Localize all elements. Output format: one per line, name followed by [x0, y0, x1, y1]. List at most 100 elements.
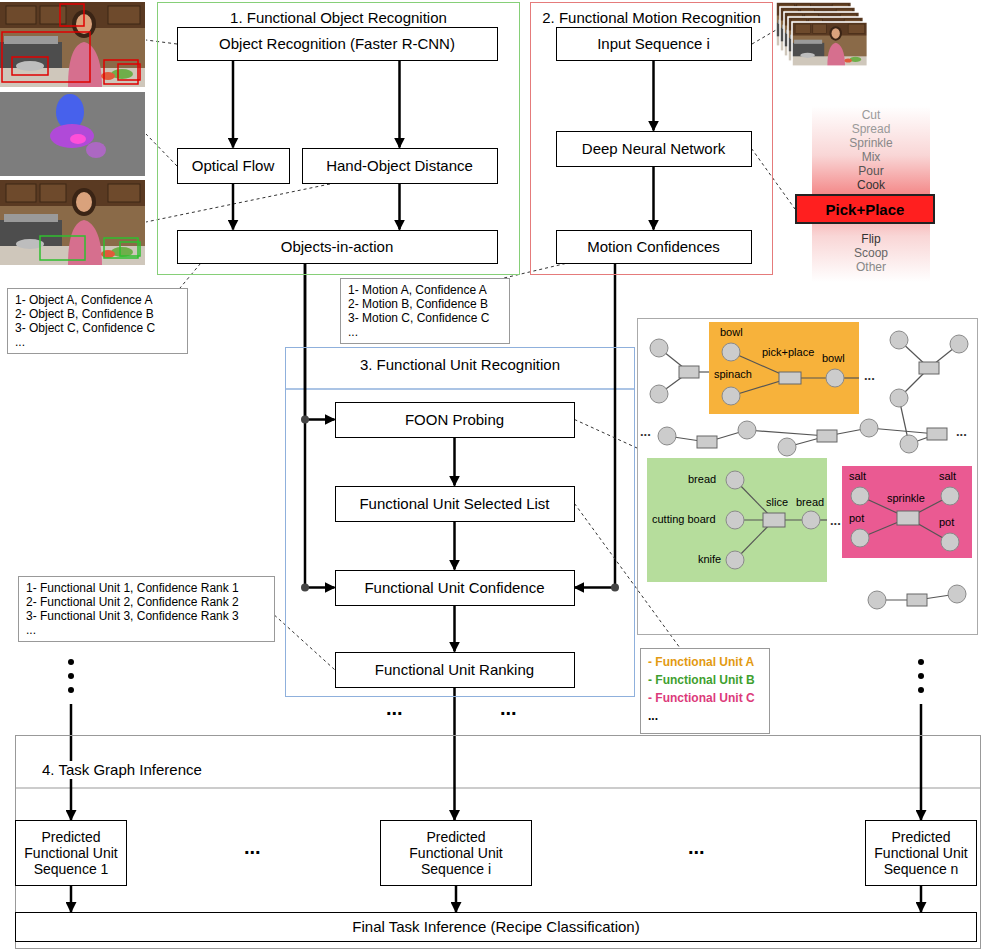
video-frame-objects-in-action — [0, 180, 145, 265]
motion-class: Flip — [812, 232, 930, 246]
optical-flow-frame — [86, 142, 106, 158]
leader-line — [180, 264, 201, 289]
graph-label: spinach — [713, 368, 753, 381]
list-line: - Functional Unit A — [648, 653, 762, 671]
list-line: 2- Motion B, Confidence B — [348, 297, 502, 311]
input-frame-stack — [792, 22, 867, 66]
foon-graph — [900, 435, 918, 453]
selected-unit-list: - Functional Unit A- Functional Unit B- … — [640, 648, 770, 734]
graph-label: salt — [938, 470, 957, 483]
junction-dot — [301, 416, 309, 424]
ellipsis: ... — [386, 697, 403, 719]
video-frame-detection — [0, 2, 145, 87]
junction-dot — [301, 584, 309, 592]
optical-flow-frame — [70, 134, 86, 144]
leader-line — [504, 264, 566, 279]
process-box: Functional Unit Confidence — [335, 570, 575, 606]
continuation-dots — [68, 687, 74, 693]
graph-label: bread — [795, 496, 825, 509]
sequence-box: Predicted Functional Unit Sequence 1 — [15, 820, 127, 886]
foon-graph — [950, 335, 968, 353]
connector-layer — [301, 416, 619, 592]
list-line: - Functional Unit B — [648, 671, 762, 689]
flow-arrow — [398, 184, 401, 230]
flow-arrow — [455, 886, 458, 912]
ellipsis: ... — [244, 836, 261, 858]
box-label: Predicted Functional Unit Sequence n — [872, 829, 970, 877]
foon-graph — [868, 591, 886, 609]
graph-label: knife — [697, 553, 722, 566]
graph-label: bread — [687, 473, 717, 486]
header-rule — [285, 388, 635, 390]
list-line: 2- Functional Unit 2, Confidence Rank 2 — [26, 595, 267, 609]
junction-dot — [611, 584, 619, 592]
section-panel: 4. Task Graph InferencePredicted Functio… — [15, 735, 981, 949]
flow-arrow — [398, 61, 401, 148]
process-box: Hand-Object Distance — [302, 148, 498, 184]
box-label: Deep Neural Network — [582, 140, 725, 158]
foon-graph — [697, 436, 717, 448]
foon-graph — [658, 427, 676, 445]
leader-line — [275, 616, 335, 670]
foon-graph — [726, 511, 744, 529]
flow-arrow — [453, 606, 456, 652]
ellipsis: ... — [830, 514, 841, 528]
optical-flow-frame — [50, 124, 94, 148]
list-line: 1- Functional Unit 1, Confidence Rank 1 — [26, 581, 267, 595]
foon-graph — [722, 387, 740, 405]
motion-class: Spread — [812, 122, 930, 136]
motion-class: Cook — [812, 178, 930, 192]
video-frame-detection — [0, 2, 145, 87]
flow-arrow — [305, 264, 335, 420]
video-frame-objects-in-action — [120, 242, 140, 256]
video-frame-objects-in-action — [104, 238, 138, 258]
leader-line — [575, 420, 638, 449]
foon-graph — [897, 511, 919, 525]
input-frame-stack — [776, 2, 867, 66]
foon-graph — [826, 369, 844, 387]
optical-flow-frame — [0, 92, 145, 176]
list-line: 3- Functional Unit 3, Confidence Rank 3 — [26, 609, 267, 623]
foon-graph — [650, 331, 968, 609]
selected-motion-box: Pick+Place — [795, 194, 935, 224]
foon-graph — [763, 513, 785, 527]
foon-graph — [907, 594, 927, 606]
box-label: Input Sequence i — [597, 35, 710, 53]
motion-class-list: CutSpreadSprinkleMixPourCookFlipScoopOth… — [812, 106, 930, 282]
flow-arrow — [453, 688, 456, 821]
foon-graph — [747, 430, 827, 436]
video-frame-detection — [12, 57, 48, 75]
motion-class: Other — [812, 260, 930, 274]
flow-arrow — [652, 61, 655, 131]
graph-label: cutting board — [651, 513, 717, 526]
functional-unit-box: breadcutting boardknifeslicebread — [647, 458, 827, 582]
continuation-dots — [68, 659, 74, 665]
graph-label: pot — [938, 516, 955, 529]
video-frame-detection — [2, 32, 90, 82]
foon-graph-panel: ............bowlspinachpick+placebowlbre… — [637, 318, 978, 635]
graph-label: salt — [848, 470, 867, 483]
flow-arrow — [575, 264, 616, 588]
video-frame-objects-in-action — [40, 236, 85, 260]
foon-graph — [851, 487, 869, 505]
motion-class: Scoop — [812, 246, 930, 260]
leader-line — [752, 149, 796, 210]
foon-graph — [650, 385, 668, 403]
list-line: ... — [15, 335, 180, 349]
leader-line — [146, 134, 177, 166]
list-line: ... — [648, 707, 762, 725]
flow-arrow — [70, 886, 73, 912]
section-title: 3. Functional Unit Recognition — [356, 356, 564, 374]
foon-graph — [778, 438, 796, 456]
video-frame-detection — [60, 4, 84, 26]
foon-graph — [679, 366, 699, 378]
foon-graph — [722, 343, 740, 361]
input-frame-stack — [792, 22, 867, 66]
result-list: 1- Functional Unit 1, Confidence Rank 12… — [18, 576, 275, 642]
foon-graph — [817, 430, 837, 442]
foon-graph — [650, 339, 668, 357]
box-label: Pick+Place — [826, 201, 905, 218]
section-title: 2. Functional Motion Recognition — [538, 9, 764, 27]
motion-class: Cut — [812, 108, 930, 122]
section-panel: 3. Functional Unit RecognitionFOON Probi… — [285, 347, 635, 697]
